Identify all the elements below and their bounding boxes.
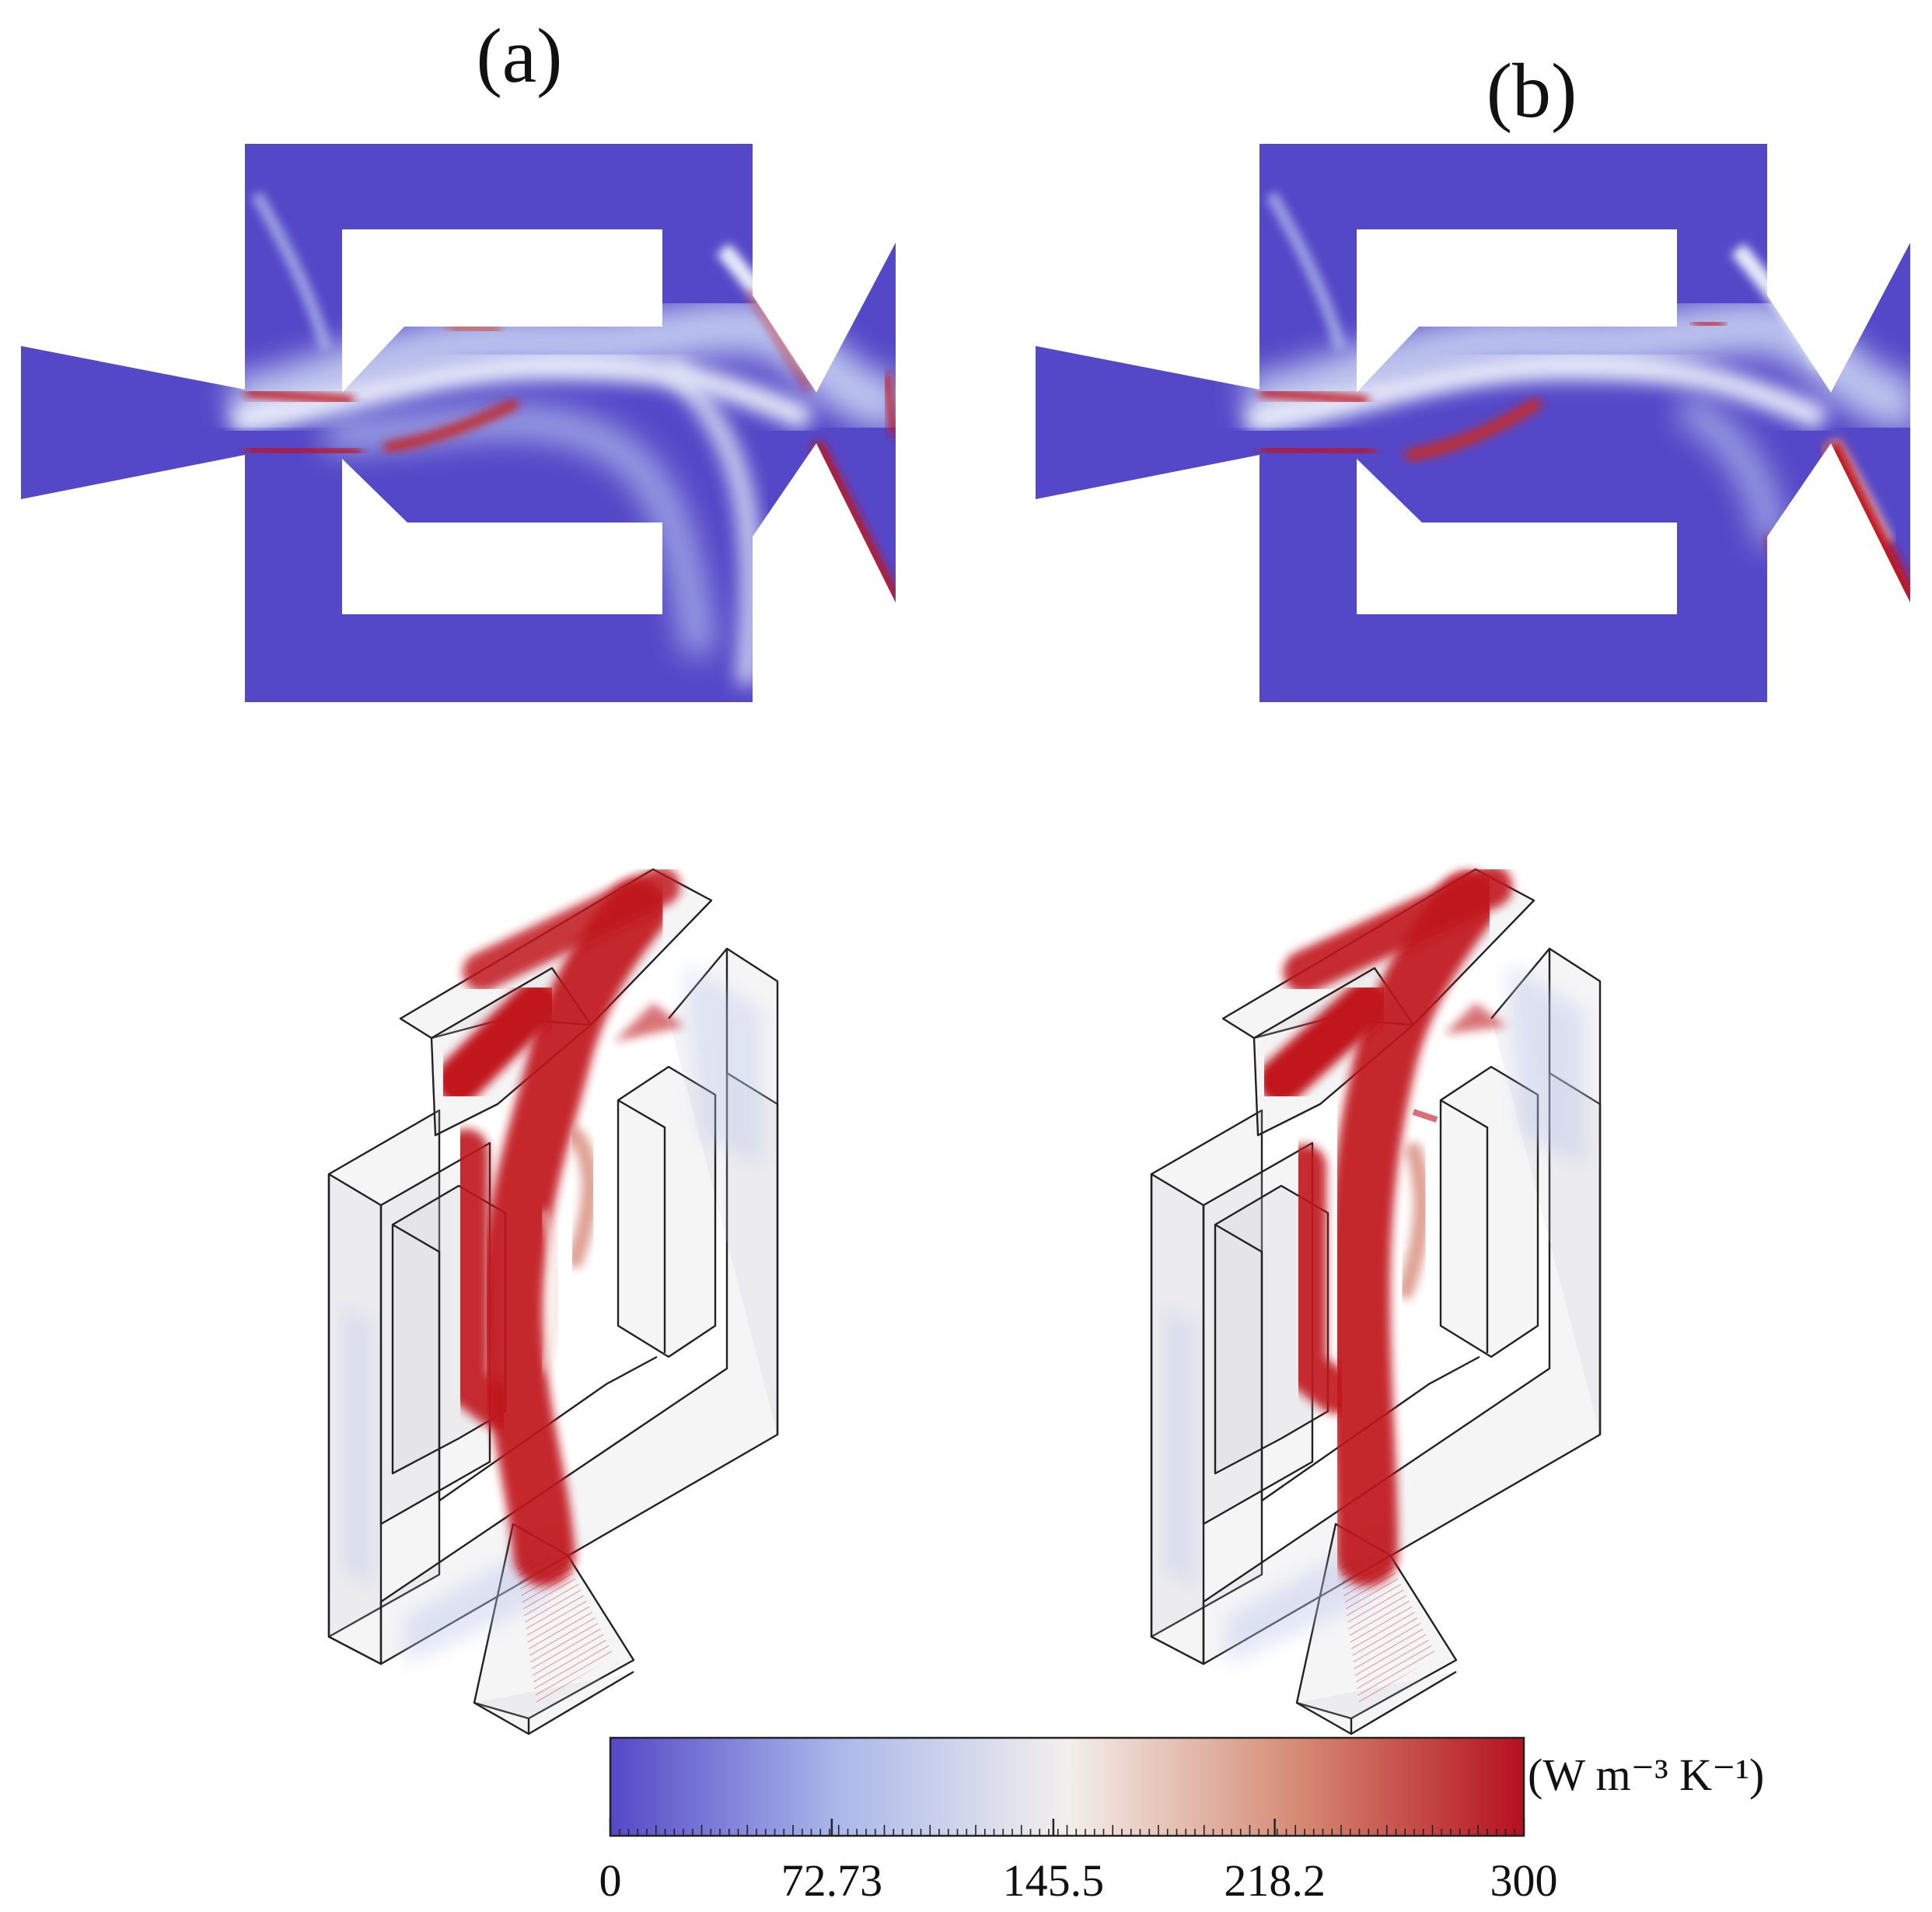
panel-label-a: (a) xyxy=(477,12,563,99)
colorbar-minor-ticks xyxy=(610,1825,1525,1836)
colorbar-tick-label-1: 72.73 xyxy=(781,1855,883,1906)
colorbar-unit-label: (W m⁻³ K⁻¹) xyxy=(1528,1749,1764,1800)
colorbar-gradient xyxy=(609,1736,1525,1837)
contour-panel-b xyxy=(1036,144,1910,702)
colorbar-major-ticks xyxy=(609,1819,1525,1836)
panel-label-b: (b) xyxy=(1487,47,1577,134)
colorbar-tick-label-4: 300 xyxy=(1490,1855,1558,1906)
isometric-panel-a xyxy=(327,867,779,1735)
colorbar-tick-label-2: 145.5 xyxy=(1003,1855,1105,1906)
colorbar: 0 72.73 145.5 218.2 300 (W m⁻³ K⁻¹) xyxy=(599,1736,1764,1906)
colorbar-tick-label-3: 218.2 xyxy=(1224,1855,1326,1906)
colorbar-tick-label-0: 0 xyxy=(599,1855,622,1906)
contour-panel-a xyxy=(21,144,896,702)
isometric-panel-b xyxy=(1150,865,1602,1735)
